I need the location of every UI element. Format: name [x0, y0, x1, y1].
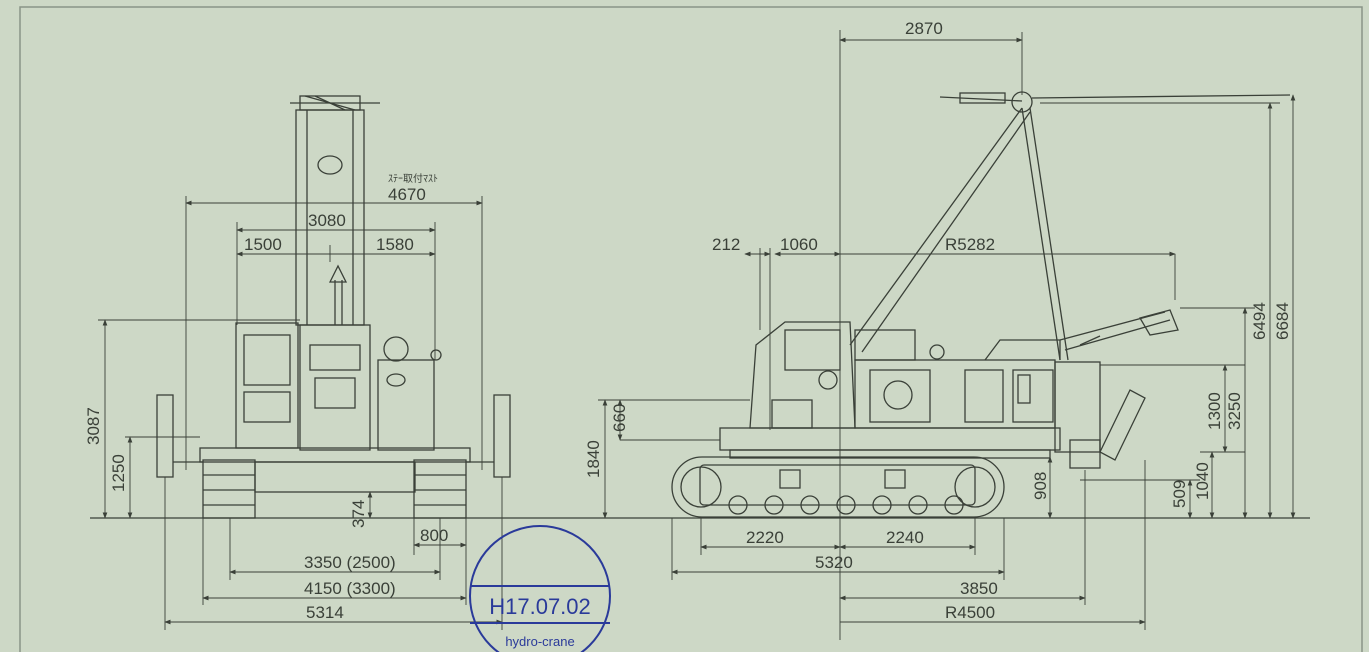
dim-3250: 3250 [1225, 392, 1244, 430]
dim-3087: 3087 [84, 407, 103, 445]
dim-1300: 1300 [1205, 392, 1224, 430]
dim-1840: 1840 [584, 440, 603, 478]
dim-212: 212 [712, 235, 740, 254]
front-view [156, 95, 511, 519]
front-dimension-text: ｽﾃｰ取付ﾏｽﾄ 4670 3080 1500 1580 3087 1250 3… [84, 172, 448, 622]
dim-1500: 1500 [244, 235, 282, 254]
front-left-track [202, 459, 256, 519]
dim-r5282: R5282 [945, 235, 995, 254]
side-crawler [671, 456, 1005, 518]
side-boom [849, 107, 1023, 346]
dim-3350: 3350 (2500) [304, 553, 396, 572]
dim-3080: 3080 [308, 211, 346, 230]
date-stamp: H17.07.02 hydro-crane [469, 525, 611, 652]
dim-374: 374 [349, 500, 368, 528]
dim-r4500: R4500 [945, 603, 995, 622]
dim-509: 509 [1170, 480, 1189, 508]
dim-5314: 5314 [306, 603, 344, 622]
front-winch-box [377, 359, 435, 451]
dim-2240: 2240 [886, 528, 924, 547]
dim-660: 660 [610, 404, 629, 432]
dim-2870: 2870 [905, 19, 943, 38]
dim-1580: 1580 [376, 235, 414, 254]
dim-6494: 6494 [1250, 302, 1269, 340]
sheet-frame [19, 6, 1363, 652]
mast-sheave [317, 155, 343, 175]
dim-4150: 4150 (3300) [304, 579, 396, 598]
dim-1250: 1250 [109, 454, 128, 492]
dim-908: 908 [1031, 472, 1050, 500]
dim-6684: 6684 [1273, 302, 1292, 340]
dim-4670: 4670 [388, 185, 426, 204]
dim-1060: 1060 [780, 235, 818, 254]
side-mast [1021, 107, 1061, 361]
dim-3850: 3850 [960, 579, 998, 598]
side-dimension-text: 2870 212 1060 R5282 660 1840 908 509 104… [584, 19, 1292, 622]
dim-1040: 1040 [1193, 462, 1212, 500]
side-dimension-lines [598, 32, 1296, 630]
stamp-name: hydro-crane [505, 634, 574, 649]
front-note: ｽﾃｰ取付ﾏｽﾄ [388, 172, 438, 185]
stamp-date: H17.07.02 [489, 594, 591, 619]
side-cab [749, 321, 856, 429]
dim-5320: 5320 [815, 553, 853, 572]
side-front-blade [1099, 389, 1146, 461]
side-view [671, 91, 1291, 518]
dim-800: 800 [420, 526, 448, 545]
dim-2220: 2220 [746, 528, 784, 547]
front-dimension-lines [98, 196, 503, 630]
